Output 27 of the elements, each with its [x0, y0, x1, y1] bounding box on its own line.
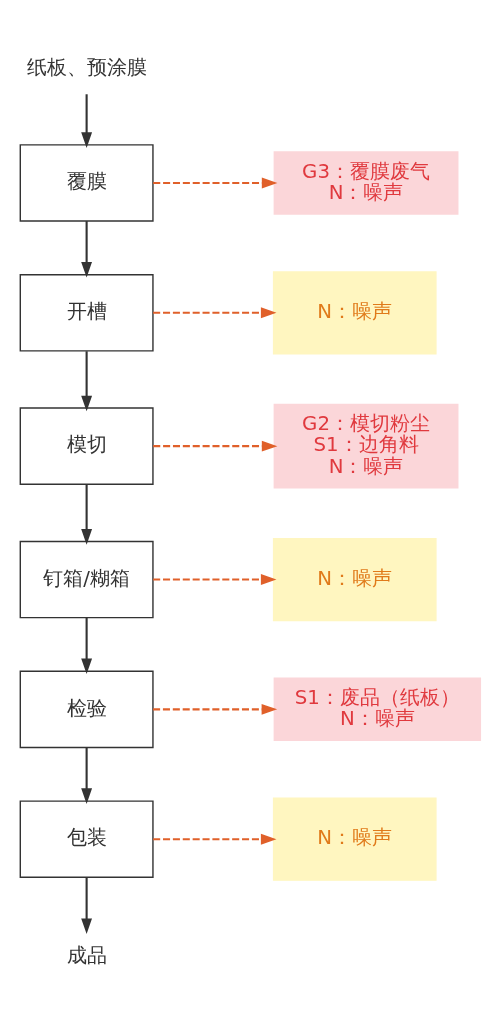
node-text: 成品 — [66, 943, 107, 967]
arrow — [152, 833, 276, 845]
arrow — [152, 574, 276, 585]
node-box: N：噪声 — [272, 797, 437, 881]
arrow — [80, 617, 92, 675]
node-box: G3：覆膜废气 N：噪声 — [273, 151, 458, 215]
node-box: 模切 — [19, 407, 154, 485]
arrow — [80, 747, 92, 804]
node-box: G2：模切粉尘 S1：边角料 N：噪声 — [273, 403, 458, 489]
node-box: 包装 — [19, 800, 154, 878]
arrow — [80, 484, 92, 545]
node-box: 检验 — [19, 670, 154, 749]
node-box: S1：废品（纸板） N：噪声 — [273, 677, 481, 742]
node-box: 覆膜 — [19, 144, 154, 222]
node-box: 钉箱/糊箱 — [19, 540, 154, 619]
node-text: 纸板、预涂膜 — [26, 55, 147, 79]
node-box: N：噪声 — [272, 271, 437, 355]
arrow — [152, 440, 277, 452]
node-box: 开槽 — [19, 274, 154, 352]
node-box: N：噪声 — [272, 537, 437, 622]
arrow — [80, 221, 92, 278]
arrow — [152, 307, 276, 319]
arrow — [152, 703, 277, 715]
arrow — [152, 177, 277, 189]
arrow — [80, 351, 92, 412]
arrow — [80, 877, 92, 934]
arrow — [80, 94, 92, 148]
